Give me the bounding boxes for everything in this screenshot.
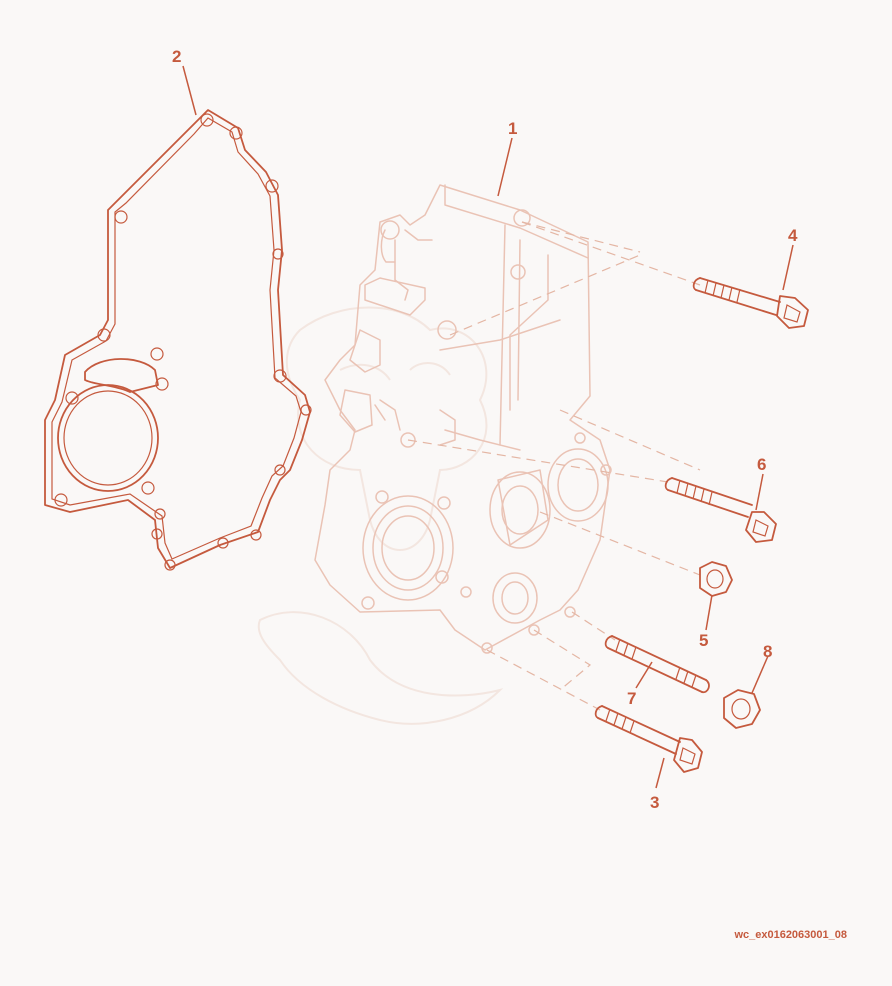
timing-cover [314, 184, 612, 654]
callout-8: 8 [763, 642, 772, 661]
callout-5: 5 [699, 631, 708, 650]
bolt-6 [664, 477, 777, 543]
callout-3: 3 [650, 793, 659, 812]
nut-5 [699, 561, 733, 597]
image-code: wc_ex0162063001_08 [733, 929, 847, 941]
watermark-logo [257, 306, 504, 725]
alignment-lines [407, 221, 701, 711]
bolt-3 [594, 705, 703, 773]
nut-8 [723, 689, 761, 729]
callout-6: 6 [757, 455, 766, 474]
callout-2: 2 [172, 47, 181, 66]
bolt-4 [692, 277, 809, 329]
stud-7 [604, 635, 710, 694]
leader-lines [182, 65, 794, 789]
callout-1: 1 [508, 119, 517, 138]
callout-4: 4 [788, 226, 798, 245]
gasket [44, 109, 312, 571]
callout-7: 7 [627, 689, 636, 708]
part-callouts: 1 2 3 4 5 6 7 8 [172, 47, 798, 812]
